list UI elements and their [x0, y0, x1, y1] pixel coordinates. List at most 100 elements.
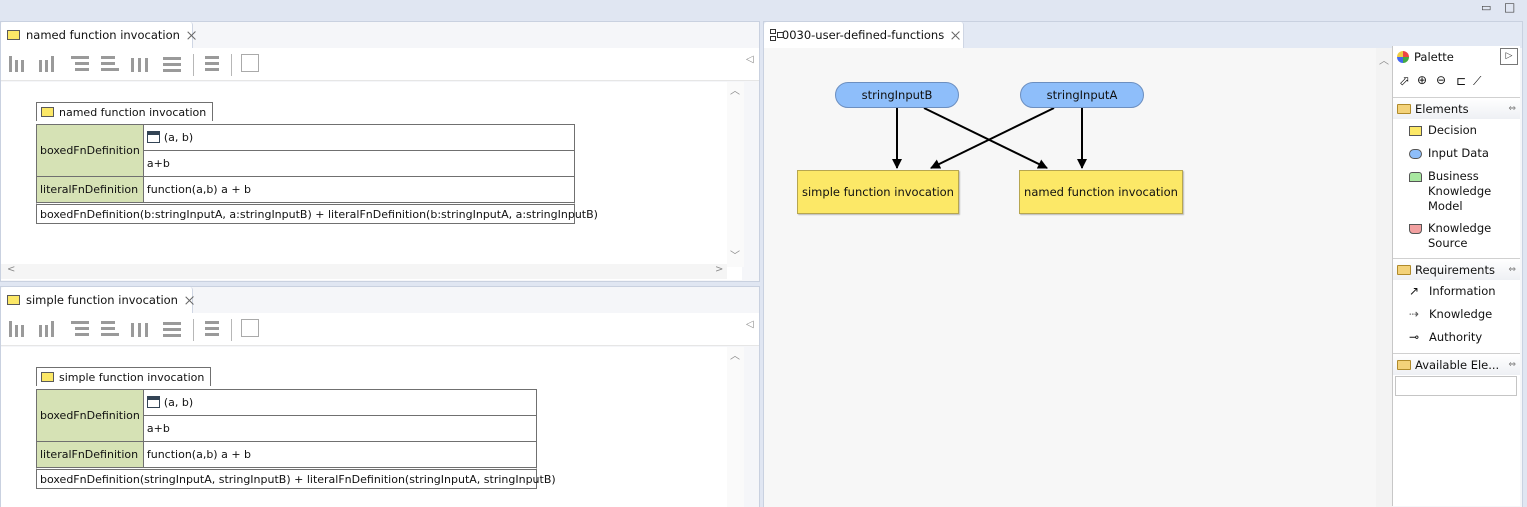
- palette-item-authority[interactable]: ⊸ Authority: [1409, 330, 1482, 345]
- input-data-node[interactable]: stringInputB: [835, 82, 959, 108]
- params-text: (a, b): [163, 131, 194, 144]
- palette-icon: [1397, 51, 1409, 63]
- toolbar-separator: [231, 319, 232, 341]
- close-icon[interactable]: [951, 31, 955, 40]
- requirement-edges: [892, 107, 1087, 169]
- insert-column-right-icon[interactable]: [39, 319, 61, 339]
- information-requirement-edge: [923, 107, 1048, 169]
- expression-title: named function invocation: [36, 102, 214, 121]
- expression-toolbar: [1, 48, 759, 81]
- palette: Palette ▷ ⬀ ⊕ ⊖ ⊏ ⟋ Elements ⇔ Decision …: [1392, 46, 1520, 506]
- diagram-canvas[interactable]: stringInputB stringInputA simple functio…: [764, 48, 1376, 507]
- select-tool-icon[interactable]: ⬀: [1399, 74, 1410, 89]
- input-data-node[interactable]: stringInputA: [1020, 82, 1144, 108]
- function-params[interactable]: (a, b): [142, 124, 576, 151]
- collapse-icon[interactable]: ⇔: [1508, 264, 1516, 275]
- palette-drawer-requirements[interactable]: Requirements ⇔: [1393, 258, 1520, 280]
- context-entry-label[interactable]: boxedFnDefinition: [36, 124, 144, 177]
- palette-item-knowledge[interactable]: ⇢ Knowledge: [1409, 307, 1492, 322]
- palette-hide-icon[interactable]: ▷: [1500, 48, 1518, 65]
- context-result[interactable]: boxedFnDefinition(b:stringInputA, a:stri…: [36, 202, 598, 224]
- palette-item-knowledge-source[interactable]: Knowledge Source: [1409, 221, 1509, 251]
- minimize-button[interactable]: ▭: [1481, 1, 1492, 14]
- function-params[interactable]: (a, b): [142, 389, 538, 416]
- delete-column-icon[interactable]: [129, 54, 151, 74]
- context-entry-label[interactable]: literalFnDefinition: [36, 441, 144, 468]
- delete-row-icon[interactable]: [161, 319, 183, 339]
- function-body[interactable]: function(a,b) a + b: [142, 441, 538, 468]
- tab-diagram[interactable]: 0030-user-defined-functions: [764, 22, 964, 48]
- connection-tool-icon[interactable]: ⟋: [1473, 74, 1482, 88]
- palette-drawer-available-elements[interactable]: Available Ele... ⇔: [1393, 353, 1520, 375]
- palette-item-decision[interactable]: Decision: [1409, 123, 1477, 138]
- available-elements-filter[interactable]: [1395, 376, 1517, 396]
- scroll-up-arrow-icon[interactable]: ︿: [730, 86, 740, 97]
- tab-named-function-invocation[interactable]: named function invocation: [1, 22, 193, 48]
- collapse-arrow-icon[interactable]: ◁: [746, 54, 754, 65]
- merge-cells-icon[interactable]: [201, 54, 223, 74]
- parameters-icon: [146, 131, 160, 143]
- maximize-button[interactable]: □: [1504, 0, 1516, 14]
- diagram-icon: [770, 29, 784, 41]
- scroll-down-arrow-icon[interactable]: ﹀: [730, 251, 740, 262]
- tab-bar: 0030-user-defined-functions: [764, 22, 1522, 48]
- decision-icon: [41, 107, 54, 117]
- palette-item-business-knowledge-model[interactable]: Business Knowledge Model: [1409, 169, 1509, 214]
- insert-row-above-icon[interactable]: [69, 319, 91, 339]
- palette-header: Palette ▷: [1393, 46, 1520, 68]
- collapse-icon[interactable]: ⇔: [1508, 359, 1516, 370]
- function-body[interactable]: a+b: [142, 415, 538, 442]
- scroll-right-arrow-icon[interactable]: >: [715, 264, 724, 275]
- scroll-up-arrow-icon[interactable]: ︿: [1379, 56, 1389, 67]
- vertical-scrollbar[interactable]: ︿ ﹀: [727, 82, 744, 267]
- palette-item-label: Knowledge Source: [1428, 221, 1492, 250]
- vertical-scrollbar[interactable]: ︿: [727, 347, 744, 507]
- collapse-arrow-icon[interactable]: ◁: [746, 319, 754, 330]
- insert-column-right-icon[interactable]: [39, 54, 61, 74]
- function-body[interactable]: a+b: [142, 150, 576, 177]
- insert-row-below-icon[interactable]: [99, 319, 121, 339]
- context-table: boxedFnDefinition (a, b) a+b literalFnDe…: [36, 389, 538, 468]
- named-function-editor: named function invocation ◁ named functi…: [0, 21, 760, 282]
- zoom-out-icon[interactable]: ⊖: [1436, 73, 1447, 87]
- palette-item-label: Authority: [1429, 330, 1483, 344]
- insert-column-left-icon[interactable]: [9, 54, 31, 74]
- scroll-left-arrow-icon[interactable]: <: [7, 264, 16, 275]
- layout-icon[interactable]: [241, 319, 259, 337]
- delete-row-icon[interactable]: [161, 54, 183, 74]
- insert-row-above-icon[interactable]: [69, 54, 91, 74]
- params-text: (a, b): [163, 396, 194, 409]
- layout-icon[interactable]: [241, 54, 259, 72]
- toolbar-separator: [231, 54, 232, 76]
- palette-drawer-elements[interactable]: Elements ⇔: [1393, 97, 1520, 119]
- horizontal-scrollbar[interactable]: < >: [1, 264, 727, 279]
- parameters-icon: [146, 396, 160, 408]
- insert-column-left-icon[interactable]: [9, 319, 31, 339]
- collapse-icon[interactable]: ⇔: [1508, 103, 1516, 114]
- decision-node[interactable]: named function invocation: [1019, 170, 1183, 214]
- function-body[interactable]: function(a,b) a + b: [142, 176, 576, 203]
- scroll-up-arrow-icon[interactable]: ︿: [730, 351, 740, 362]
- marquee-tool-icon[interactable]: ⊏: [1456, 74, 1467, 88]
- folder-icon: [1397, 103, 1411, 114]
- context-result[interactable]: boxedFnDefinition(stringInputA, stringIn…: [36, 467, 556, 489]
- insert-row-below-icon[interactable]: [99, 54, 121, 74]
- delete-column-icon[interactable]: [129, 319, 151, 339]
- zoom-in-icon[interactable]: ⊕: [1417, 73, 1428, 87]
- decision-icon: [1409, 126, 1422, 136]
- context-entry-label[interactable]: boxedFnDefinition: [36, 389, 144, 442]
- context-entry-label[interactable]: literalFnDefinition: [36, 176, 144, 203]
- palette-item-input-data[interactable]: Input Data: [1409, 146, 1489, 161]
- vertical-scrollbar[interactable]: ︿: [1376, 48, 1393, 507]
- authority-requirement-icon: ⊸: [1409, 330, 1420, 344]
- tab-simple-function-invocation[interactable]: simple function invocation: [1, 287, 193, 313]
- input-data-icon: [1409, 149, 1422, 159]
- palette-item-information[interactable]: ↗ Information: [1409, 284, 1496, 299]
- tab-bar: named function invocation: [1, 22, 759, 48]
- expression-canvas: simple function invocation boxedFnDefini…: [1, 347, 742, 507]
- decision-node[interactable]: simple function invocation: [797, 170, 959, 214]
- tab-label: 0030-user-defined-functions: [781, 28, 945, 42]
- merge-cells-icon[interactable]: [201, 319, 223, 339]
- decision-icon: [41, 372, 54, 382]
- context-table: boxedFnDefinition (a, b) a+b literalFnDe…: [36, 124, 576, 203]
